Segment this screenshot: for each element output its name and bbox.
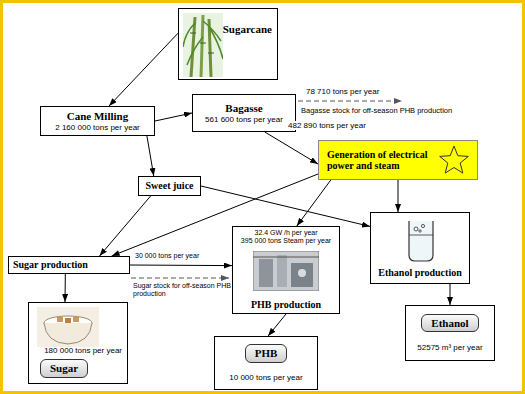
process-box: Sugar production (8, 256, 130, 274)
node-title: Generation of electrical power and steam (327, 149, 437, 172)
process-box: Sweet juice (138, 176, 201, 196)
sugarcane-picture (183, 13, 223, 77)
stock-dashed-arrow (298, 101, 402, 102)
node-title: Sweet juice (145, 180, 193, 192)
process-box: Ethanol production (370, 212, 470, 284)
flow-label: 482 890 tons per year (287, 121, 367, 130)
product-box: PHB 10 000 tons per year (214, 336, 318, 390)
product-box: Ethanol 52575 m³ per year (405, 305, 495, 361)
flow-arrow (201, 186, 370, 226)
beaker-icon (401, 219, 441, 263)
flow-arrow (398, 180, 399, 212)
node-title: PHB production (251, 299, 321, 311)
phb-plant-photo (253, 251, 319, 291)
stock-dashed-arrow (131, 278, 229, 279)
quantity-text: 2 160 000 tons per year (55, 123, 140, 132)
product-box: Bagasse561 600 tons per year (192, 94, 296, 132)
power-box: Generation of electrical power and steam (318, 140, 478, 180)
product-tag: Ethanol (421, 314, 478, 333)
flow-arrow (147, 136, 154, 176)
stock-note: Bagasse stock for off-season PHB product… (300, 107, 453, 116)
flow-quantity: 78 710 tons per year (305, 87, 380, 96)
quantity-text: 180 000 tons per year (44, 346, 122, 355)
flow-arrow (65, 274, 66, 302)
quantity-text: 561 600 tons per year (205, 115, 283, 124)
stock-note: Sugar stock for off-season PHB productio… (132, 282, 232, 298)
flow-arrow (268, 314, 286, 336)
node-title: Cane Milling (67, 110, 128, 123)
flow-arrow (297, 180, 331, 226)
flow-arrow (130, 265, 232, 267)
sugar-bowl-picture (37, 307, 99, 347)
flow-arrow (155, 113, 192, 121)
node-title: Sugar production (13, 259, 88, 271)
phb-production-box: 32.4 GW /h per year395 000 tons Steam pe… (232, 226, 340, 314)
node-title: Sugarcane (223, 23, 272, 36)
node-title: Ethanol production (378, 267, 461, 279)
flow-arrow (265, 132, 318, 164)
flow-arrow (450, 284, 451, 305)
flow-label: 30 000 tons per year (134, 252, 200, 260)
product-box: Sugar 180 000 tons per year (28, 302, 128, 384)
quantity-text: 52575 m³ per year (417, 343, 482, 352)
source-box: Sugarcane (178, 8, 278, 80)
energy-text: 395 000 tons Steam per year (241, 237, 331, 245)
energy-text: 32.4 GW /h per year (254, 229, 317, 237)
flow-arrow (100, 196, 151, 256)
flow-arrow (109, 33, 178, 106)
quantity-text: 10 000 tons per year (229, 373, 302, 382)
power-star-symbol (437, 144, 471, 178)
process-box: Cane Milling2 160 000 tons per year (40, 106, 155, 136)
product-tag: Sugar (40, 359, 88, 378)
node-title: Bagasse (225, 102, 262, 115)
product-tag: PHB (245, 344, 288, 363)
